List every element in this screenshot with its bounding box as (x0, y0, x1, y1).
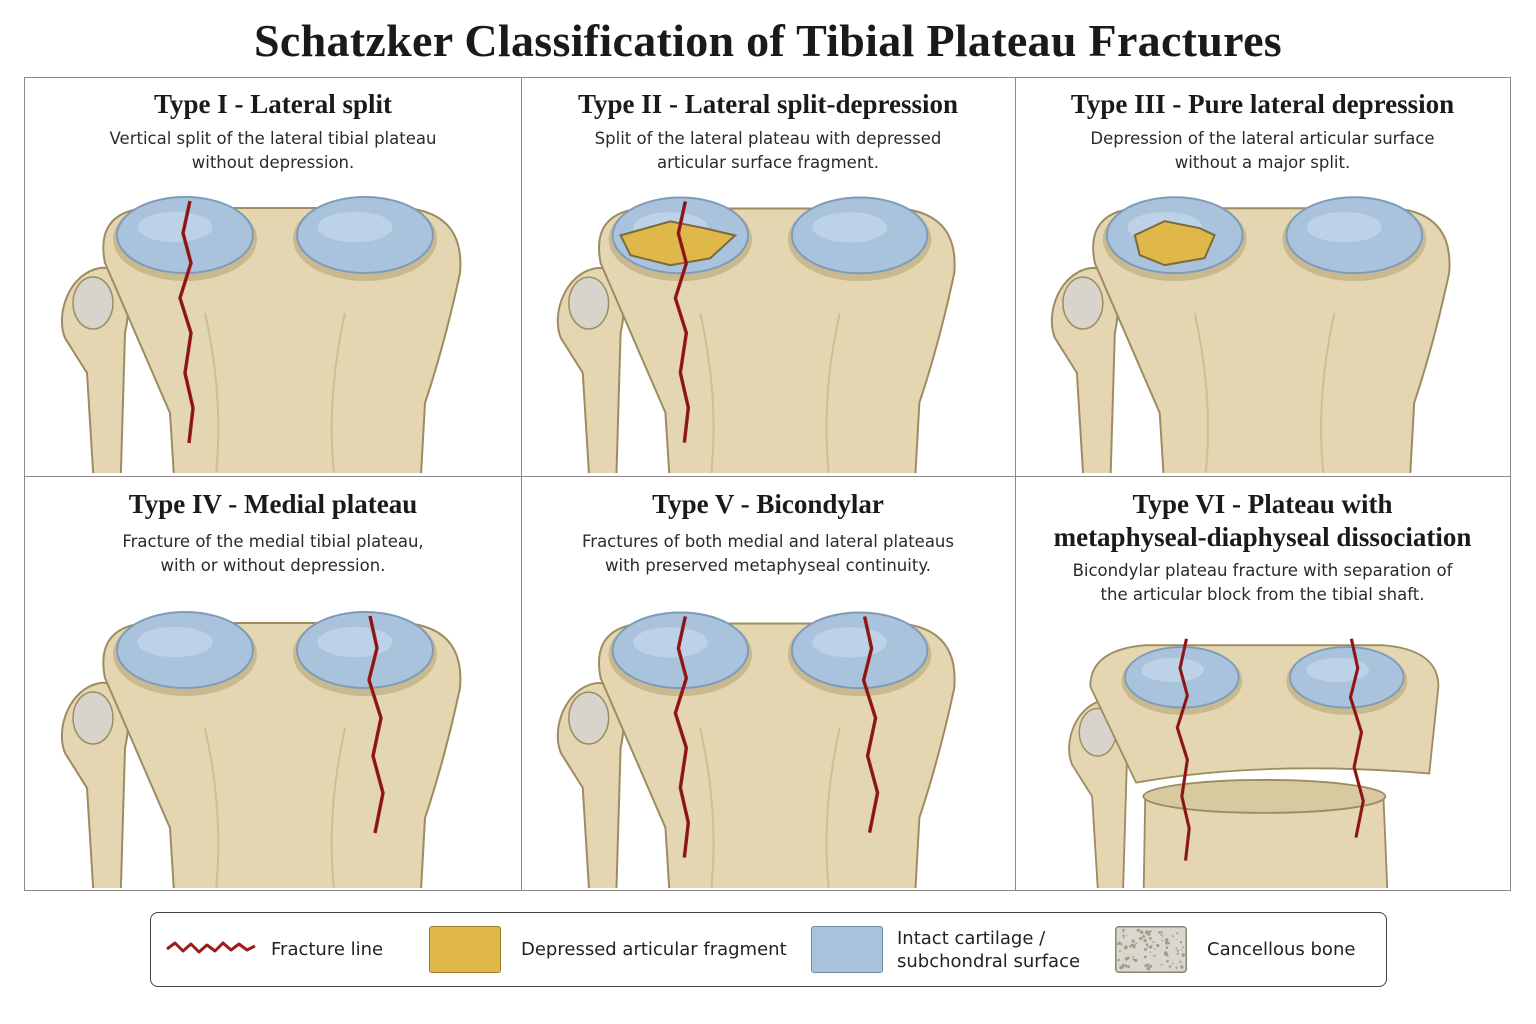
panel-title: Type II - Lateral split-depression (577, 89, 959, 119)
grid-divider-vertical-2 (1015, 78, 1016, 890)
tibia-illustration (556, 611, 956, 888)
panel-description: Fracture of the medial tibial plateau, w… (122, 532, 424, 575)
panel-title: Type V - Bicondylar (652, 489, 884, 519)
tibia-illustration (1050, 196, 1451, 473)
panel-type-ii: Type II - Lateral split-depression Split… (521, 78, 1015, 476)
panel-description: Bicondylar plateau fracture with separat… (1072, 561, 1453, 604)
panel-description: Split of the lateral plateau with depres… (594, 129, 942, 172)
panel-title: Type I - Lateral split (154, 89, 392, 119)
tibia-illustration (60, 196, 462, 473)
legend-cancellous-bone-label: Cancellous bone (1207, 939, 1356, 960)
legend-cartilage-label: Intact cartilage / subchondral surface (897, 928, 1081, 972)
grid-divider-horizontal (25, 476, 1510, 477)
panel-description: Fractures of both medial and lateral pla… (582, 532, 954, 575)
cartilage-swatch (811, 926, 883, 973)
panel-description: Vertical split of the lateral tibial pla… (109, 129, 437, 172)
fracture-line-icon (166, 941, 256, 954)
cancellous-bone-swatch (1115, 926, 1187, 973)
tibia-illustration (1068, 638, 1440, 888)
tibia-illustration (60, 611, 462, 888)
panel-type-vi: Type VI - Plateau with metaphyseal-diaph… (1015, 476, 1510, 890)
panel-description: Depression of the lateral articular surf… (1090, 129, 1435, 172)
legend-fracture-line-label: Fracture line (271, 939, 384, 960)
panel-type-i: Type I - Lateral split Vertical split of… (25, 78, 521, 476)
panel-title: Type IV - Medial plateau (128, 489, 418, 519)
tibia-illustration (556, 196, 956, 473)
grid-divider-vertical-1 (521, 78, 522, 890)
panel-type-iii: Type III - Pure lateral depression Depre… (1015, 78, 1510, 476)
panel-grid: Type I - Lateral split Vertical split of… (24, 77, 1511, 891)
page-title: Schatzker Classification of Tibial Plate… (254, 15, 1282, 66)
depressed-fragment-swatch (429, 926, 501, 973)
panel-title: Type III - Pure lateral depression (1070, 89, 1455, 119)
panel-type-iv: Type IV - Medial plateau Fracture of the… (25, 476, 521, 890)
legend-depressed-fragment-label: Depressed articular fragment (521, 939, 787, 960)
panel-title: Type VI - Plateau with metaphyseal-diaph… (1053, 489, 1472, 552)
legend: Fracture line Depressed articular fragme… (150, 912, 1387, 987)
panel-type-v: Type V - Bicondylar Fractures of both me… (521, 476, 1015, 890)
